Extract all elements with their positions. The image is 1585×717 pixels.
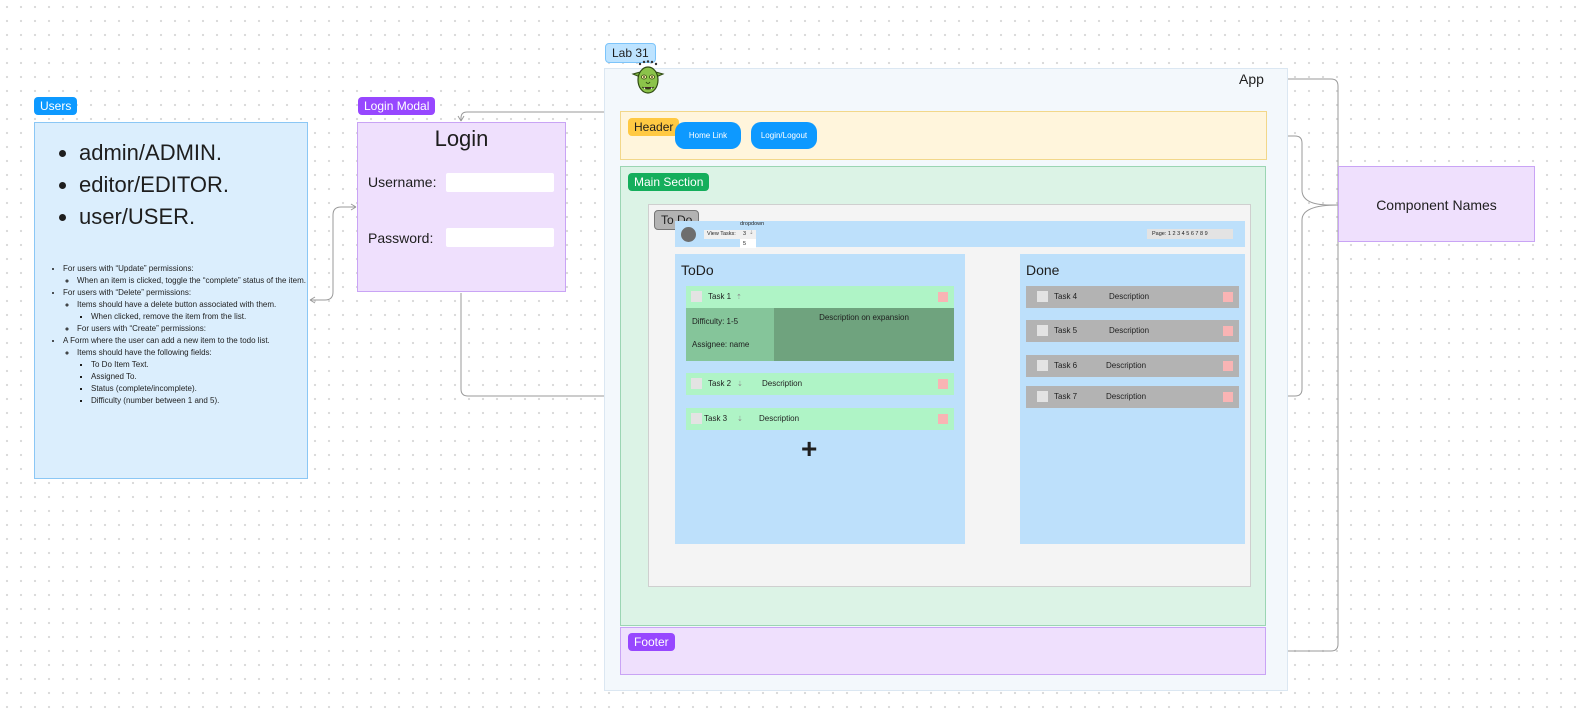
task-description: Description bbox=[759, 414, 800, 423]
header-tag: Header bbox=[628, 118, 680, 136]
password-field[interactable] bbox=[446, 228, 554, 247]
task-expansion-text: Description on expansion bbox=[819, 313, 909, 322]
component-names-box: Component Names bbox=[1338, 166, 1535, 242]
view-tasks-value: 3 bbox=[743, 231, 747, 237]
users-tag: Users bbox=[34, 97, 78, 115]
task-difficulty: Difficulty: 1-5 bbox=[692, 317, 739, 326]
login-modal: Login Username: Password: bbox=[357, 122, 566, 292]
task-item-6[interactable]: Task 6 Description bbox=[1026, 355, 1239, 377]
task-description: Description bbox=[762, 379, 803, 388]
delete-button[interactable] bbox=[1223, 361, 1233, 371]
role-user: user/USER. bbox=[79, 201, 229, 233]
footer-tag: Footer bbox=[628, 633, 675, 651]
password-label: Password: bbox=[368, 230, 434, 246]
task-name: Task 4 bbox=[1054, 292, 1078, 301]
login-modal-tag: Login Modal bbox=[358, 97, 436, 115]
role-admin: admin/ADMIN. bbox=[79, 137, 229, 169]
task-name: Task 7 bbox=[1054, 392, 1078, 401]
task-checkbox[interactable] bbox=[691, 291, 702, 302]
task-description: Description bbox=[1106, 361, 1147, 370]
task-expansion-description: Description on expansion bbox=[774, 308, 954, 361]
task-checkbox[interactable] bbox=[691, 413, 702, 424]
field-assigned: Assigned To. bbox=[91, 371, 311, 383]
task-item-1[interactable]: Task 1 ⇡ bbox=[686, 286, 954, 308]
task-description: Description bbox=[1109, 292, 1150, 301]
footer-section bbox=[620, 627, 1266, 675]
delete-button[interactable] bbox=[1223, 292, 1233, 302]
task-name: Task 6 bbox=[1054, 361, 1078, 370]
delete-button[interactable] bbox=[938, 379, 948, 389]
chevron-down-icon[interactable]: ⇣ bbox=[749, 230, 754, 236]
task-item-5[interactable]: Task 5 Description bbox=[1026, 320, 1239, 342]
delete-button[interactable] bbox=[1223, 392, 1233, 402]
view-tasks-options bbox=[740, 239, 756, 248]
field-text: To Do Item Text. bbox=[91, 359, 311, 371]
expand-arrow-icon[interactable]: ⇣ bbox=[737, 416, 743, 423]
roles-list: admin/ADMIN. editor/EDITOR. user/USER. bbox=[55, 137, 229, 233]
task-assignee: Assignee: name bbox=[692, 340, 750, 349]
users-panel: admin/ADMIN. editor/EDITOR. user/USER. F… bbox=[34, 122, 308, 479]
task-item-7[interactable]: Task 7 Description bbox=[1026, 386, 1239, 408]
task-description: Description bbox=[1109, 326, 1150, 335]
goblin-logo-icon bbox=[631, 60, 665, 94]
task-checkbox[interactable] bbox=[1037, 391, 1048, 402]
delete-button[interactable] bbox=[938, 292, 948, 302]
pagination-label[interactable]: Page: 1 2 3 4 5 6 7 8 9 bbox=[1152, 231, 1208, 237]
task-description: Description bbox=[1106, 392, 1147, 401]
dropdown-label: dropdown bbox=[740, 221, 765, 227]
view-tasks-option[interactable]: 5 bbox=[743, 241, 747, 247]
permissions-notes: For users with “Update” permissions: Whe… bbox=[49, 263, 311, 407]
task-name: Task 3 bbox=[704, 414, 728, 423]
note-delete-item: Items should have a delete button associ… bbox=[77, 299, 311, 323]
expand-arrow-icon[interactable]: ⇡ bbox=[736, 294, 742, 301]
task-checkbox[interactable] bbox=[1037, 360, 1048, 371]
pagination[interactable] bbox=[1147, 229, 1233, 239]
add-task-button[interactable]: + bbox=[801, 433, 818, 464]
expand-arrow-icon[interactable]: ⇣ bbox=[737, 381, 743, 388]
todo-column-title: ToDo bbox=[681, 262, 714, 278]
note-form-heading: A Form where the user can add a new item… bbox=[63, 335, 311, 407]
home-link-button[interactable]: Home Link bbox=[675, 122, 741, 149]
task-checkbox[interactable] bbox=[1037, 325, 1048, 336]
task-expansion-details: Difficulty: 1-5 Assignee: name bbox=[686, 308, 774, 361]
task-item-2[interactable]: Task 2 ⇣ Description bbox=[686, 373, 954, 395]
task-name: Task 1 bbox=[708, 292, 732, 301]
role-editor: editor/EDITOR. bbox=[79, 169, 229, 201]
delete-button[interactable] bbox=[938, 414, 948, 424]
done-column-title: Done bbox=[1026, 262, 1060, 278]
username-label: Username: bbox=[368, 174, 437, 190]
login-logout-button[interactable]: Login/Logout bbox=[751, 122, 817, 149]
task-name: Task 2 bbox=[708, 379, 732, 388]
note-delete-heading: For users with “Delete” permissions: Ite… bbox=[63, 287, 311, 335]
task-name: Task 5 bbox=[1054, 326, 1078, 335]
field-status: Status (complete/incomplete). bbox=[91, 383, 311, 395]
field-difficulty: Difficulty (number between 1 and 5). bbox=[91, 395, 311, 407]
note-update-item: When an item is clicked, toggle the “com… bbox=[77, 275, 311, 287]
username-field[interactable] bbox=[446, 173, 554, 192]
view-tasks-label: View Tasks: bbox=[707, 231, 736, 237]
task-item-4[interactable]: Task 4 Description bbox=[1026, 286, 1239, 308]
app-label: App bbox=[1239, 71, 1264, 87]
task-checkbox[interactable] bbox=[1037, 291, 1048, 302]
main-section-tag: Main Section bbox=[628, 173, 710, 191]
view-tasks-select[interactable] bbox=[704, 230, 756, 239]
avatar[interactable] bbox=[681, 227, 696, 242]
login-title: Login bbox=[434, 126, 489, 151]
component-names-label: Component Names bbox=[1376, 197, 1497, 213]
task-checkbox[interactable] bbox=[691, 378, 702, 389]
delete-button[interactable] bbox=[1223, 326, 1233, 336]
note-create-heading: For users with “Create” permissions: bbox=[77, 323, 311, 335]
note-update-heading: For users with “Update” permissions: Whe… bbox=[63, 263, 311, 287]
note-fields-heading: Items should have the following fields: … bbox=[77, 347, 311, 407]
lab-tag: Lab 31 bbox=[605, 43, 656, 63]
task-item-3[interactable]: Task 3 ⇣ Description bbox=[686, 408, 954, 430]
note-delete-sub: When clicked, remove the item from the l… bbox=[91, 311, 311, 323]
header-section bbox=[620, 111, 1267, 160]
